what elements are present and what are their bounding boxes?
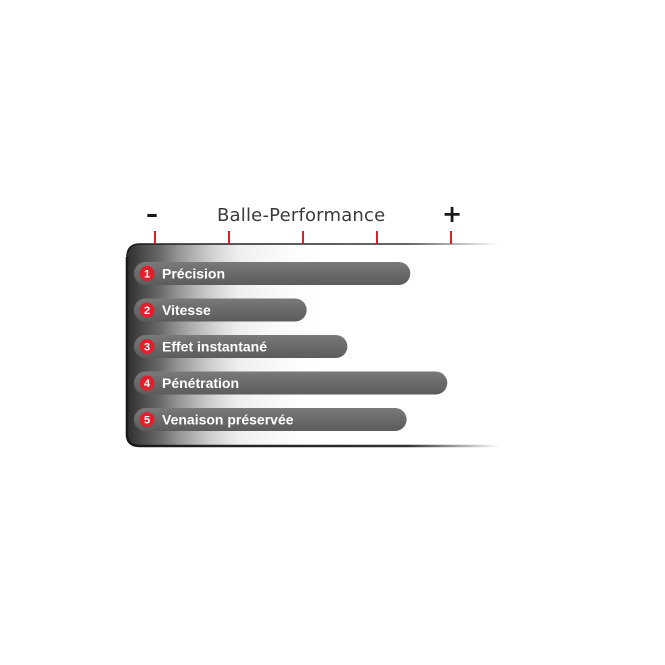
bar-label-2: Vitesse (162, 302, 211, 318)
badge-5 (139, 412, 155, 427)
bar-5 (134, 408, 407, 431)
bar-row-2: 2 Vitesse (134, 298, 307, 322)
bar-label-3: Effet instantané (162, 339, 267, 355)
bar-label-5: Venaison préservée (162, 412, 294, 428)
bar-row-5: 5 Venaison préservée (134, 408, 407, 431)
scale-max-label: + (442, 200, 463, 228)
bar-row-3: 3 Effet instantané (134, 335, 348, 358)
bar-row-1: 1 Précision (134, 262, 411, 285)
scale-min-label: – (146, 200, 158, 228)
chart-title: Balle-Performance (217, 205, 386, 226)
badge-2 (139, 302, 155, 318)
bar-3 (134, 335, 348, 358)
badge-number-4: 4 (144, 378, 151, 390)
badge-1 (139, 266, 155, 281)
bar-row-4: 4 Pénétration (134, 371, 448, 395)
badge-number-1: 1 (144, 269, 150, 281)
panel-border-bottom (125, 433, 500, 448)
badge-number-2: 2 (144, 305, 150, 317)
bar-label-4: Pénétration (162, 375, 239, 391)
badge-number-3: 3 (144, 342, 150, 354)
badge-3 (139, 339, 155, 354)
badge-number-5: 5 (144, 415, 150, 427)
bar-4 (134, 371, 448, 395)
bar-2 (134, 298, 307, 322)
panel-border-top (126, 243, 500, 258)
bar-1 (134, 262, 411, 285)
bar-label-1: Précision (162, 266, 225, 282)
badge-4 (139, 375, 155, 391)
